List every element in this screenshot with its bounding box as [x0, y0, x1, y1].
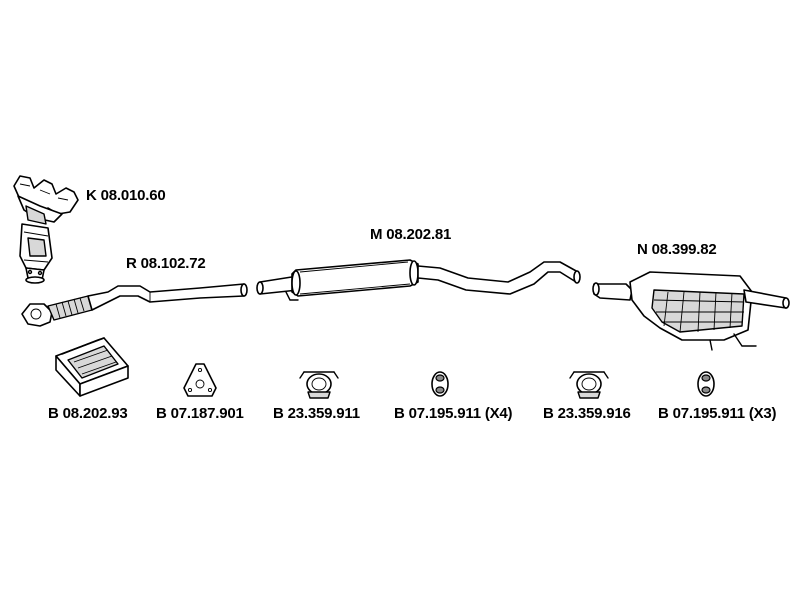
middle-silencer-code: M 08.202.81 — [370, 226, 452, 243]
rear-silencer-code: N 08.399.82 — [637, 241, 717, 258]
mounting-kit-code: B 08.202.93 — [48, 405, 128, 422]
rubber-ring-code-2: B 07.195.911 (X3) — [658, 405, 777, 422]
front-pipe-code: R 08.102.72 — [126, 255, 206, 272]
rear-silencer-drawing[interactable] — [592, 271, 790, 351]
catalytic-manifold-code: K 08.010.60 — [86, 187, 166, 204]
mounting-kit-box-drawing[interactable] — [55, 337, 129, 397]
rubber-ring-drawing-1[interactable] — [431, 371, 449, 397]
middle-silencer-drawing[interactable] — [256, 259, 581, 301]
clamp-drawing-1[interactable] — [299, 371, 339, 399]
catalytic-manifold-drawing[interactable] — [13, 175, 79, 284]
gasket-code: B 07.187.901 — [156, 405, 244, 422]
clamp-drawing-2[interactable] — [569, 371, 609, 399]
clamp-code-2: B 23.359.916 — [543, 405, 631, 422]
rubber-ring-drawing-2[interactable] — [697, 371, 715, 397]
gasket-drawing[interactable] — [183, 363, 217, 397]
clamp-code-1: B 23.359.911 — [273, 405, 360, 422]
rubber-ring-code-1: B 07.195.911 (X4) — [394, 405, 513, 422]
front-pipe-drawing[interactable] — [21, 283, 248, 327]
